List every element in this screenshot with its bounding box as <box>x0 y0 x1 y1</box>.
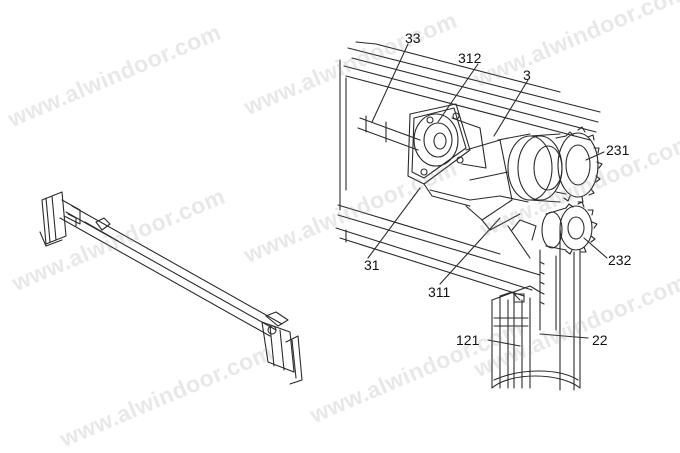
part-label-22: 22 <box>592 332 608 348</box>
part-label-232: 232 <box>608 252 632 268</box>
part-label-33: 33 <box>405 30 421 46</box>
part-label-231: 231 <box>606 142 630 158</box>
part-label-312: 312 <box>458 50 482 66</box>
technical-drawing <box>39 41 608 391</box>
part-label-121: 121 <box>456 332 480 348</box>
part-label-311: 311 <box>428 284 451 300</box>
part-label-31: 31 <box>364 257 380 273</box>
part-label-3: 3 <box>523 67 531 83</box>
drive-assembly-detail <box>335 41 608 391</box>
shaft-assembly-overview <box>39 191 303 385</box>
